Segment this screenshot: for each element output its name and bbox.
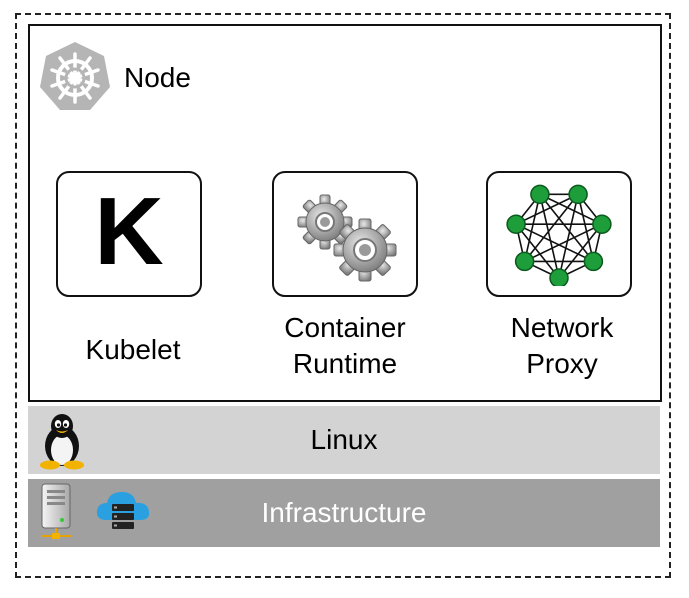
gears-icon — [297, 194, 397, 282]
mesh-link — [515, 223, 560, 279]
mesh-link — [523, 193, 579, 262]
network-proxy-label: Network Proxy — [462, 310, 662, 382]
mesh-link — [577, 194, 595, 262]
mesh-node — [514, 251, 535, 272]
mesh-node — [506, 214, 526, 234]
mesh-link — [515, 223, 594, 263]
kubelet-k-icon: K — [94, 178, 164, 285]
outer-dashed-frame — [15, 13, 671, 578]
mesh-link — [539, 194, 560, 279]
container-runtime-label: Container Runtime — [245, 310, 445, 382]
container-runtime-label-line2: Runtime — [292, 348, 398, 379]
linux-label: Linux — [310, 424, 378, 455]
infrastructure-label: Infrastructure — [261, 497, 427, 528]
mesh-node — [583, 251, 604, 272]
kubelet-label: Kubelet — [33, 332, 233, 368]
mesh-node — [530, 184, 550, 205]
mesh-link — [558, 194, 579, 279]
linux-layer: Linux — [28, 406, 660, 474]
mesh-link — [539, 193, 603, 225]
mesh-node — [549, 268, 569, 286]
cloud-storage-icon — [96, 492, 150, 529]
container-runtime-label-line1: Container — [284, 312, 406, 343]
mesh-link — [524, 223, 603, 263]
kubernetes-helm-icon — [40, 42, 110, 110]
network-mesh-icon — [506, 184, 612, 286]
tux-penguin-icon — [40, 414, 84, 470]
network-proxy-label-line1: Network — [510, 312, 614, 343]
mesh-link — [523, 194, 541, 262]
mesh-link — [515, 193, 579, 225]
network-proxy-icon-box — [486, 171, 632, 297]
mesh-node — [592, 214, 612, 234]
node-title: Node — [124, 62, 191, 93]
mesh-link — [539, 193, 595, 262]
mesh-link — [558, 223, 603, 279]
network-proxy-label-line2: Proxy — [526, 348, 598, 379]
server-icon — [41, 483, 72, 539]
mesh-node — [568, 184, 588, 205]
kubelet-icon-box: K — [56, 171, 202, 297]
kubelet-label-line1: Kubelet — [85, 334, 181, 365]
container-runtime-icon-box — [272, 171, 418, 297]
